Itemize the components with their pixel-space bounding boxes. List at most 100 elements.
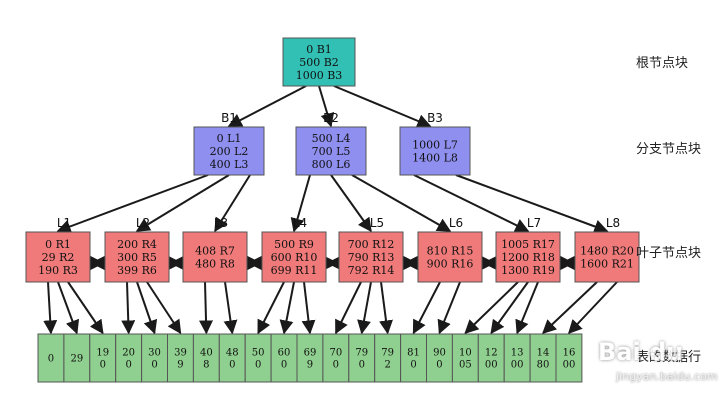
leaf-node-L8-box [574, 231, 640, 283]
leaf-node-L4-box [261, 231, 327, 283]
data-row-cell: 1005 [451, 333, 479, 383]
leaf-node-L5-box [338, 231, 404, 283]
edge-L7-to-row-18 [515, 281, 539, 335]
data-row-cell-line: 39 [174, 348, 187, 359]
edge-L6-to-row-15 [437, 281, 461, 335]
branch-node-B2-line: 500 L4 [312, 132, 351, 145]
branch-node-B3-line: 1400 L8 [412, 151, 458, 164]
leaf-name-L5: L5 [370, 216, 384, 230]
edge-L1-to-row-0 [43, 281, 58, 335]
data-row-cell-line: 30 [148, 348, 161, 359]
data-row-cell-line: 0 [410, 360, 416, 371]
edge-root-to-B1 [227, 85, 307, 127]
data-row-cell-line: 00 [563, 360, 576, 371]
data-row-cell: 700 [322, 333, 350, 383]
edge-B2-to-L5 [330, 174, 372, 233]
branch-name-B3: B3 [427, 111, 443, 125]
data-row-cell: 1300 [503, 333, 531, 383]
data-row-cell-line: 80 [537, 360, 550, 371]
branch-node-B2-line: 800 L6 [312, 158, 351, 171]
data-row-cell-line: 79 [381, 348, 394, 359]
data-row-cell-box [374, 333, 402, 383]
data-row-cell: 500 [244, 333, 272, 383]
leaf-node-L8-line: 1600 R21 [580, 257, 634, 270]
branch-name-B2: B2 [323, 111, 339, 125]
edge-L6-to-row-14 [412, 281, 441, 335]
data-row-cell-line: 9 [307, 360, 313, 371]
leaf-node-L4-line: 699 R11 [271, 264, 318, 277]
data-row-cell-line: 81 [407, 348, 420, 359]
data-row-cell: 29 [63, 333, 91, 383]
edge-L5-to-row-12 [357, 281, 372, 335]
edge-L1-to-row-1 [57, 281, 80, 335]
leaf-name-L1: L1 [57, 216, 71, 230]
data-row-cell-line: 40 [200, 348, 213, 359]
edge-B1-to-L2 [135, 174, 230, 232]
data-row-cell: 699 [296, 333, 324, 383]
data-row-cell-line: 79 [355, 348, 368, 359]
edge-L4-to-row-8 [257, 281, 285, 335]
branch-node-B1-box [193, 126, 265, 176]
data-row-cell-box [477, 333, 505, 383]
edge-B2-to-L4 [290, 174, 311, 233]
edge-L1-to-row-2 [67, 281, 104, 335]
edge-L3-to-row-6 [199, 281, 214, 335]
data-row-cell-line: 29 [70, 354, 83, 365]
leaf-node-L3-box [182, 231, 248, 283]
data-row-cell-line: 69 [304, 348, 317, 359]
data-row-cell-line: 60 [278, 348, 291, 359]
leaf-name-L3: L3 [214, 216, 228, 230]
data-row-cell: 810 [400, 333, 428, 383]
data-row-cell-box [244, 333, 272, 383]
edge-L8-to-row-19 [542, 281, 598, 334]
branch-node-B2-box [295, 126, 367, 176]
data-row-cell-box [451, 333, 479, 383]
leaf-node-L1-line: 29 R2 [42, 251, 75, 264]
branch-node-B1-line: 200 L2 [210, 145, 249, 158]
leaf-node-L2-line: 399 R6 [117, 264, 157, 277]
leaf-name-L6: L6 [449, 216, 463, 230]
leaf-node-L1-box [25, 231, 91, 283]
edge-L2-to-row-4 [136, 281, 158, 335]
branch-node-B1-line: 0 L1 [217, 132, 242, 145]
root-node-line: 0 B1 [306, 43, 332, 56]
data-row-cell-line: 00 [485, 360, 498, 371]
data-row-cell-line: 70 [329, 348, 342, 359]
edge-L2-to-row-5 [146, 281, 182, 335]
leaf-node-L2-box [104, 231, 170, 283]
data-row-cell: 1480 [529, 333, 557, 383]
branch-level-label: 分支节点块 [636, 142, 702, 157]
leaf-node-L3-line: 408 R7 [195, 244, 235, 257]
data-row-cell-line: 0 [100, 360, 106, 371]
edge-L4-to-row-9 [279, 281, 295, 335]
data-row-cell: 300 [141, 333, 169, 383]
data-row-cell-line: 00 [511, 360, 524, 371]
data-row-cell-line: 90 [433, 348, 446, 359]
data-row-cell-line: 48 [226, 348, 239, 359]
leaf-node-L4-line: 500 R9 [274, 238, 314, 251]
edge-root-to-B3 [333, 85, 432, 128]
data-row-cell: 600 [270, 333, 298, 383]
edge-L2-to-row-3 [121, 281, 136, 335]
branch-name-B1: B1 [221, 111, 237, 125]
data-row-cell-line: 2 [384, 360, 390, 371]
data-row-cell-line: 14 [537, 348, 550, 359]
data-row-cell: 792 [374, 333, 402, 383]
data-row-cell: 1600 [555, 333, 583, 383]
data-row-cell: 399 [167, 333, 194, 383]
leaf-node-L6-line: 810 R15 [427, 244, 474, 257]
branch-node-B2-line: 700 L5 [312, 145, 351, 158]
leaf-node-L4-line: 600 R10 [271, 251, 318, 264]
edge-L5-to-row-11 [334, 281, 362, 335]
root-node-line: 1000 B3 [296, 69, 343, 82]
